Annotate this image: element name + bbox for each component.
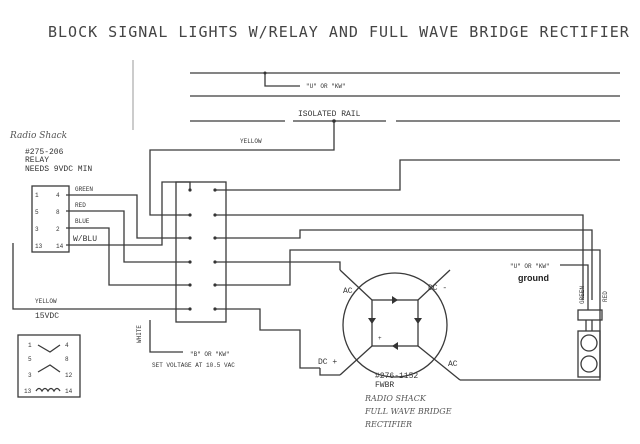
svg-text:1: 1 (28, 342, 32, 349)
svg-text:AC: AC (448, 360, 458, 369)
svg-text:5: 5 (28, 356, 32, 363)
supply-wire-label: YELLOW (35, 298, 57, 305)
svg-text:14: 14 (56, 243, 64, 250)
signal-green-label: GREEN (579, 286, 586, 304)
svg-text:2: 2 (56, 226, 60, 233)
terminal-strip (175, 159, 620, 381)
svg-text:AC: AC (343, 287, 353, 296)
wire-green-label: GREEN (75, 186, 93, 193)
relay-brand: Radio Shack (9, 131, 67, 141)
supply-voltage: 15VDC (35, 312, 59, 321)
relay: 1 5 3 13 4 8 2 14 GREEN RED BLUE W/BLU (31, 185, 97, 253)
yellow-rail-label: YELLOW (240, 138, 262, 145)
svg-text:8: 8 (65, 356, 69, 363)
relay-wires: YELLOW 15VDC (12, 181, 191, 321)
signal-head: "U" OR "KW" ground GREEN RED (510, 263, 609, 378)
svg-text:13: 13 (24, 388, 32, 395)
svg-text:5: 5 (35, 209, 39, 216)
signal-red-label: RED (602, 291, 609, 302)
wire-wblu-label: W/BLU (73, 235, 97, 244)
svg-text:14: 14 (65, 388, 73, 395)
ground-label: ground (518, 273, 549, 283)
svg-text:13: 13 (35, 243, 43, 250)
svg-text:DC +: DC + (318, 358, 337, 367)
svg-text:DC -: DC - (428, 284, 447, 293)
svg-text:8: 8 (56, 209, 60, 216)
relay-pinout: 1 4 5 8 3 12 13 14 (17, 334, 81, 398)
svg-text:3: 3 (28, 372, 32, 379)
svg-text:+: + (378, 335, 382, 342)
bridge-rectifier: AC DC - DC + AC + #276-1152 FWBR RADIO S… (318, 269, 461, 429)
relay-note: NEEDS 9VDC MIN (25, 165, 92, 174)
wire-blue-label: BLUE (75, 218, 90, 225)
transformer-terminal: "B" OR "KW" (190, 351, 230, 358)
svg-text:RADIO SHACK: RADIO SHACK (364, 394, 427, 403)
svg-text:3: 3 (35, 226, 39, 233)
svg-text:4: 4 (65, 342, 69, 349)
svg-text:RECTIFIER: RECTIFIER (364, 420, 412, 429)
ground-terminal-label: "U" OR "KW" (510, 263, 550, 270)
diagram-title: BLOCK SIGNAL LIGHTS W/RELAY AND FULL WAV… (48, 23, 630, 41)
svg-text:FULL WAVE BRIDGE: FULL WAVE BRIDGE (364, 407, 452, 416)
svg-text:12: 12 (65, 372, 73, 379)
track-rails: "U" OR "KW" ISOLATED RAIL YELLOW (132, 60, 620, 216)
wire-red-label: RED (75, 202, 86, 209)
isolated-rail-label: ISOLATED RAIL (298, 110, 361, 119)
svg-text:1: 1 (35, 192, 39, 199)
bridge-part: #276-1152 (375, 372, 418, 381)
svg-text:4: 4 (56, 192, 60, 199)
relay-name: RELAY (25, 156, 49, 165)
white-wire-label: WHITE (136, 325, 143, 343)
transformer-wiring: WHITE "B" OR "KW" SET VOLTAGE AT 10.5 VA… (136, 320, 235, 369)
bridge-name: FWBR (375, 381, 394, 390)
transformer-note: SET VOLTAGE AT 10.5 VAC (152, 362, 235, 369)
feeder-label: "U" OR "KW" (306, 83, 346, 90)
relay-part: #275-206 (25, 148, 64, 157)
